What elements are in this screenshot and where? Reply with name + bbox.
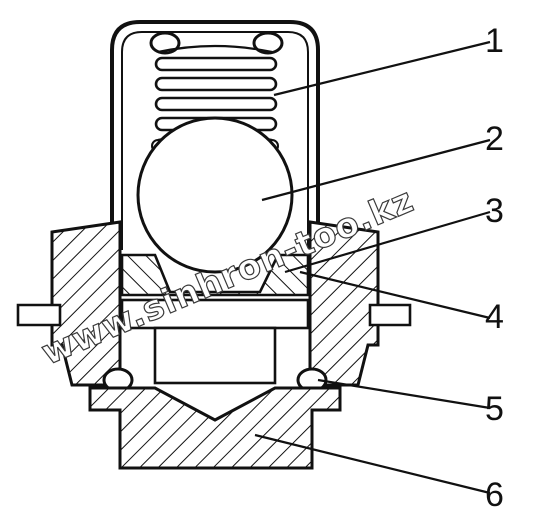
callout-2: 2 (485, 120, 504, 158)
valve-body (16, 220, 412, 387)
cap-housing (110, 20, 320, 250)
callout-5: 5 (485, 390, 504, 428)
callout-6: 6 (485, 476, 504, 514)
callout-3: 3 (485, 192, 504, 230)
valve-seat (120, 253, 310, 385)
callout-4: 4 (485, 298, 504, 336)
base-plug (88, 386, 342, 470)
callout-1: 1 (485, 22, 504, 60)
ball (136, 116, 294, 274)
leader-lines (254, 40, 491, 495)
